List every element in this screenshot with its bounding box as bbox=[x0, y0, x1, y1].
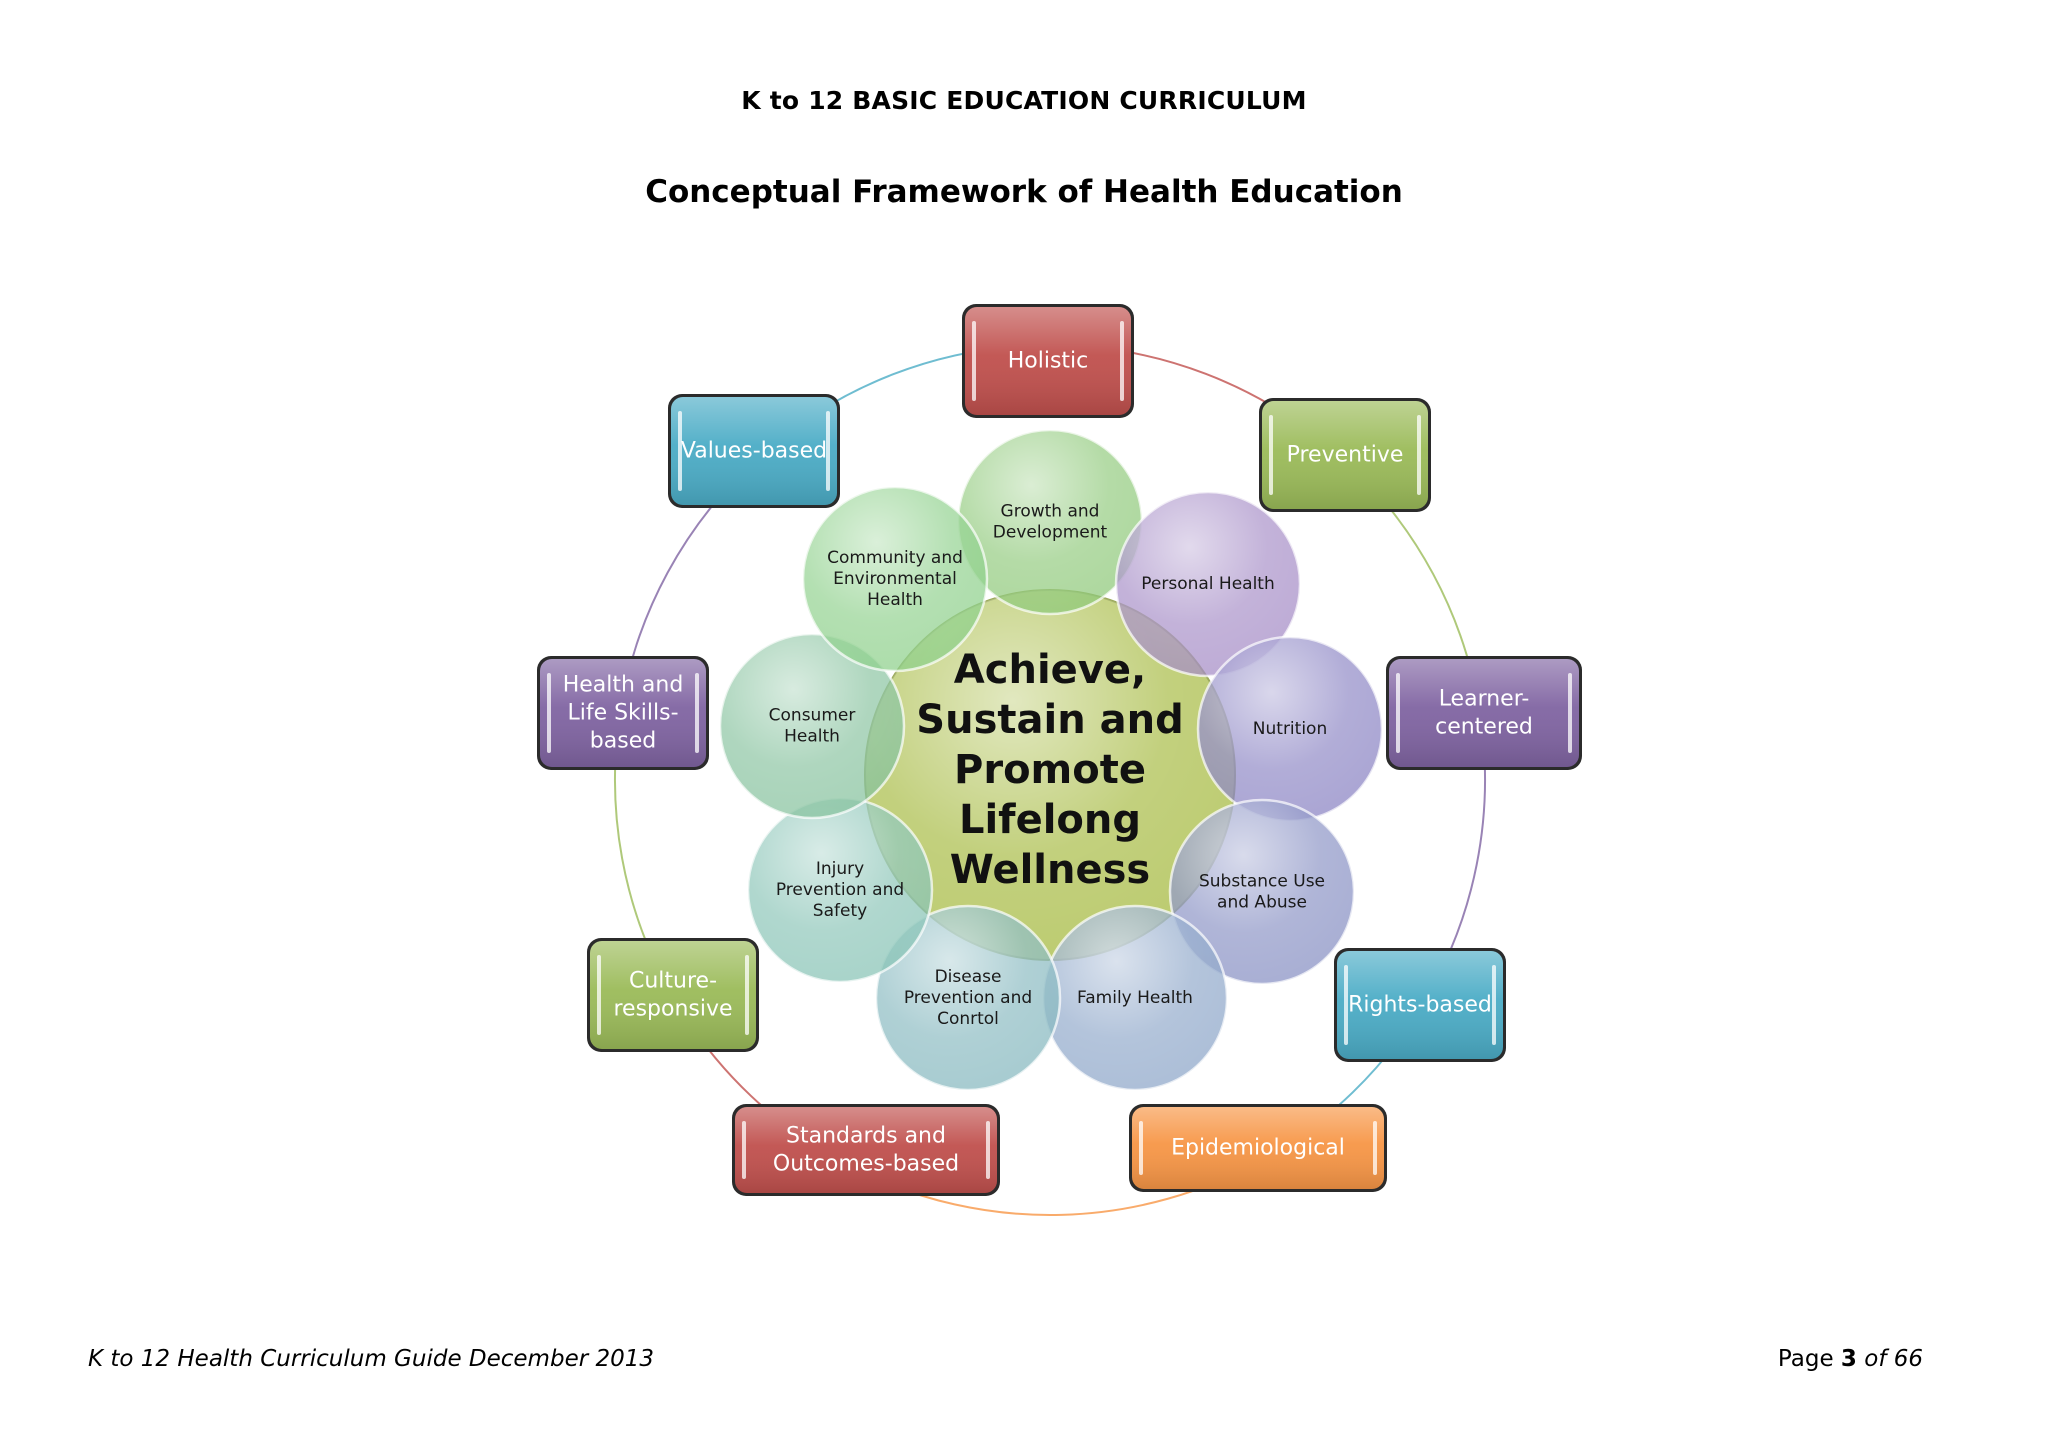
principle-box-gloss bbox=[735, 1107, 997, 1193]
topic-nutrition: Nutrition bbox=[1196, 635, 1384, 823]
document-header: K to 12 BASIC EDUCATION CURRICULUM bbox=[741, 86, 1307, 115]
principle-box-gloss bbox=[671, 397, 837, 505]
center-goal: Achieve,Sustain andPromoteLifelongWellne… bbox=[864, 589, 1236, 961]
center-goal-label-line: Achieve, bbox=[954, 647, 1146, 693]
principle-holistic: Holistic bbox=[962, 304, 1134, 418]
footer-guide-title: K to 12 Health Curriculum Guide December… bbox=[88, 1346, 655, 1372]
topic-family-health: Family Health bbox=[1041, 904, 1229, 1092]
topic-personal-health-label-line: Personal Health bbox=[1141, 574, 1275, 594]
principle-standards-and-outcomes-based-label-line: Standards and bbox=[786, 1124, 946, 1149]
principle-epidemiological: Epidemiological bbox=[1129, 1104, 1387, 1192]
topic-circle-gloss bbox=[958, 430, 1142, 614]
topic-circle-gloss bbox=[876, 906, 1060, 1090]
principle-health-and-life-skills-based-label-line: Health and bbox=[563, 673, 684, 698]
center-goal-label-line: Promote bbox=[954, 747, 1146, 793]
topic-consumer-health-label-line: Health bbox=[784, 727, 840, 747]
topic-substance-use-and-abuse-label-line: Substance Use bbox=[1199, 872, 1325, 892]
topic-disease-prevention-and-conrtol-label-line: Disease bbox=[935, 967, 1002, 987]
principle-box-gloss bbox=[1132, 1107, 1384, 1189]
topic-community-and-environmental-health-label-line: Health bbox=[867, 590, 923, 610]
center-goal-label-line: Wellness bbox=[950, 847, 1150, 893]
principle-preventive: Preventive bbox=[1259, 398, 1431, 512]
principle-standards-and-outcomes-based-label-line: Outcomes-based bbox=[773, 1152, 959, 1177]
principle-culture-responsive-label-line: responsive bbox=[613, 997, 732, 1022]
principle-learner-centered-label-line: Learner- bbox=[1439, 687, 1530, 712]
principle-learner-centered: Learner-centered bbox=[1386, 656, 1582, 770]
principle-culture-responsive-label-line: Culture- bbox=[629, 969, 717, 994]
page-title: Conceptual Framework of Health Education bbox=[645, 174, 1403, 210]
topic-nutrition-label-line: Nutrition bbox=[1253, 719, 1327, 739]
page-number: 3 bbox=[1840, 1346, 1857, 1372]
center-goal-label-line: Lifelong bbox=[959, 797, 1141, 843]
principle-box-gloss bbox=[590, 941, 756, 1049]
page-total: of 66 bbox=[1864, 1346, 1923, 1372]
principle-health-and-life-skills-based-label-line: Life Skills- bbox=[567, 701, 678, 726]
topic-growth-and-development-label-line: Development bbox=[993, 523, 1108, 543]
topic-injury-prevention-and-safety-label-line: Injury bbox=[816, 859, 864, 879]
principle-box-gloss bbox=[965, 307, 1131, 415]
principle-health-and-life-skills-based-label-line: based bbox=[590, 729, 656, 754]
principle-box-gloss bbox=[540, 659, 706, 767]
principle-culture-responsive: Culture-responsive bbox=[587, 938, 759, 1052]
principle-learner-centered-label-line: centered bbox=[1435, 715, 1533, 740]
principle-box-gloss bbox=[1262, 401, 1428, 509]
principle-values-based-label-line: Values-based bbox=[681, 439, 827, 464]
topic-circle-gloss bbox=[1043, 906, 1227, 1090]
topic-community-and-environmental-health-label-line: Community and bbox=[827, 548, 963, 568]
topic-circle-gloss bbox=[748, 798, 932, 982]
center-goal-label-line: Sustain and bbox=[916, 697, 1183, 743]
topic-circle-gloss bbox=[1198, 637, 1382, 821]
principle-preventive-label-line: Preventive bbox=[1287, 443, 1404, 468]
topic-circle-gloss bbox=[803, 487, 987, 671]
topic-community-and-environmental-health-label-line: Environmental bbox=[833, 569, 957, 589]
topic-circle-gloss bbox=[1170, 800, 1354, 984]
topic-injury-prevention-and-safety-label-line: Safety bbox=[813, 901, 867, 921]
topic-consumer-health-label-line: Consumer bbox=[769, 706, 856, 726]
topic-circle-gloss bbox=[1116, 492, 1300, 676]
topic-disease-prevention-and-conrtol-label-line: Prevention and bbox=[904, 988, 1032, 1008]
page-indicator: Page 3 of 66 bbox=[1778, 1346, 1923, 1372]
topic-circle-gloss bbox=[720, 634, 904, 818]
center-circle-gloss bbox=[865, 590, 1235, 960]
page-word: Page bbox=[1777, 1346, 1834, 1372]
topic-growth-and-development-label-line: Growth and bbox=[1001, 502, 1100, 522]
topic-substance-use-and-abuse-label-line: and Abuse bbox=[1217, 893, 1307, 913]
principle-box-gloss bbox=[1389, 659, 1579, 767]
principle-epidemiological-label-line: Epidemiological bbox=[1171, 1136, 1345, 1161]
principle-rights-based-label-line: Rights-based bbox=[1348, 993, 1492, 1018]
topic-personal-health: Personal Health bbox=[1114, 490, 1302, 678]
topic-disease-prevention-and-conrtol-label-line: Conrtol bbox=[937, 1009, 999, 1029]
topic-injury-prevention-and-safety-label-line: Prevention and bbox=[776, 880, 904, 900]
principle-box-gloss bbox=[1337, 951, 1503, 1059]
principle-values-based: Values-based bbox=[668, 394, 840, 508]
principle-holistic-label-line: Holistic bbox=[1008, 349, 1089, 374]
topic-family-health-label-line: Family Health bbox=[1077, 988, 1193, 1008]
principle-rights-based: Rights-based bbox=[1334, 948, 1506, 1062]
